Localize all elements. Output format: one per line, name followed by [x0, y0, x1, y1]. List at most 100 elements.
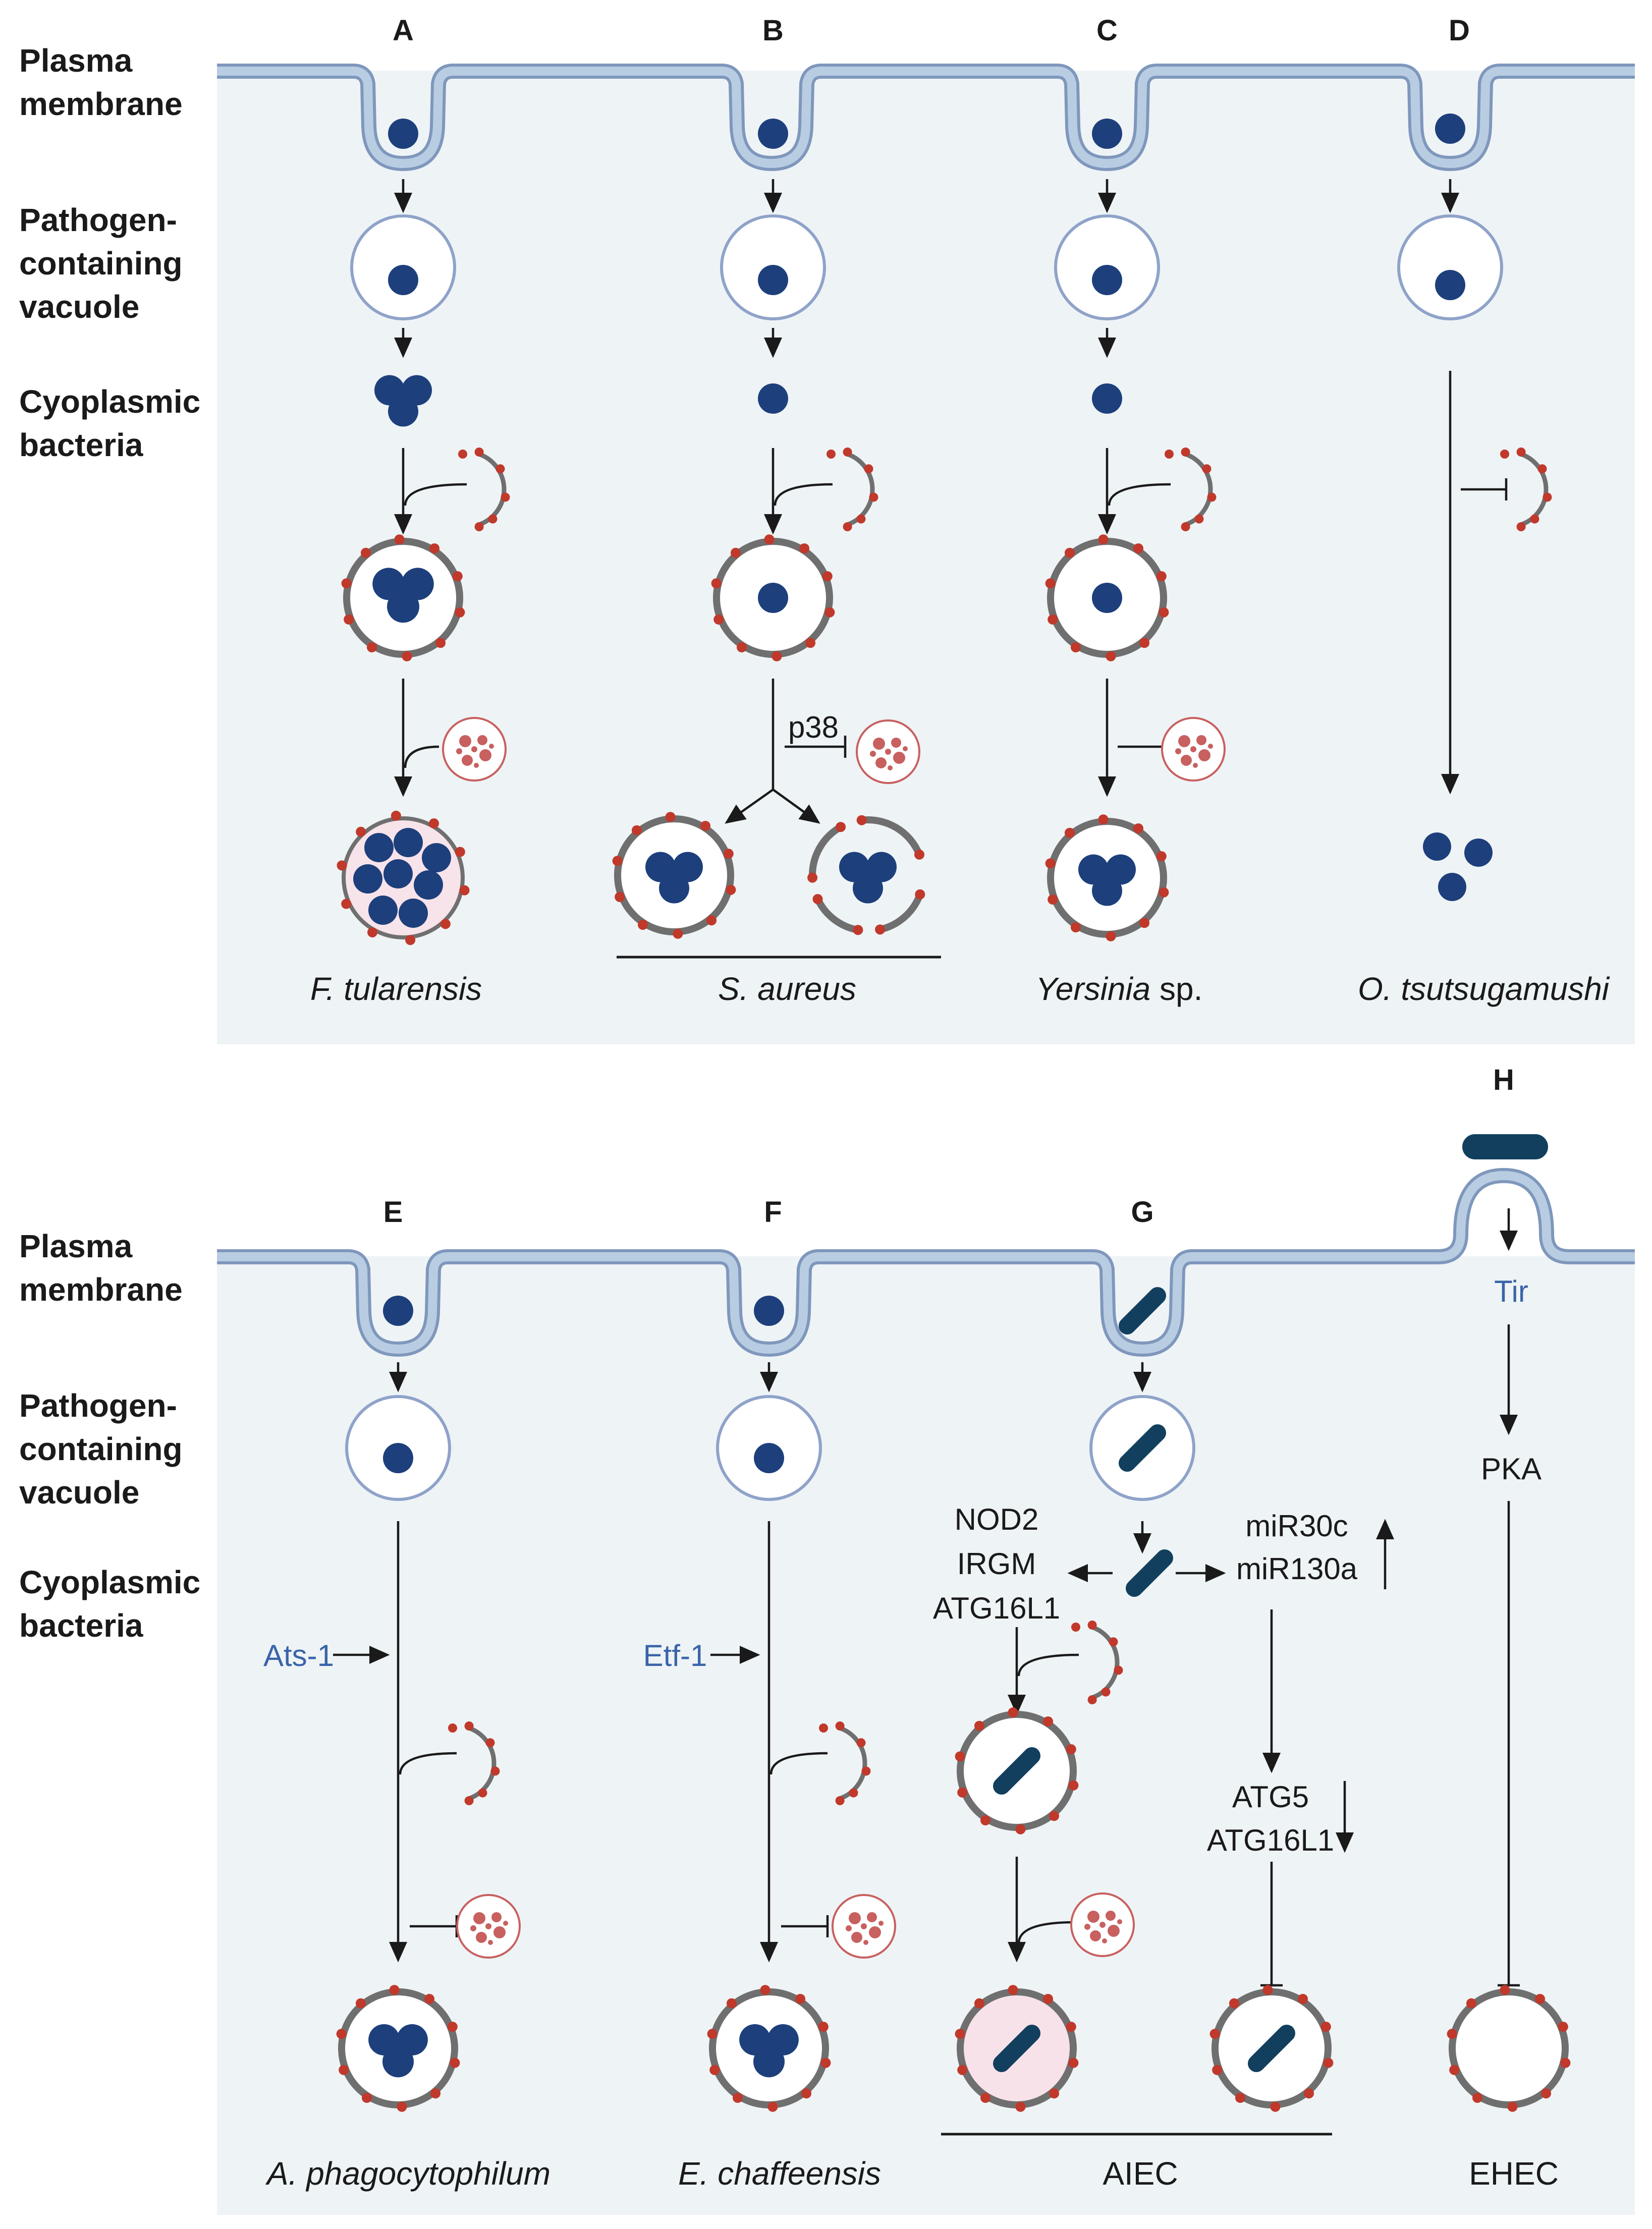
lc3-dot [1165, 450, 1174, 459]
lc3-dot [1043, 1993, 1054, 2004]
lc3-dot [1560, 2057, 1571, 2068]
lc3-dot [1068, 1780, 1079, 1791]
lc3-dot [1212, 2065, 1223, 2075]
lc3-dot [389, 1985, 400, 1995]
lc3-dot [490, 1766, 500, 1776]
lc3-dot [764, 534, 775, 545]
lc3-dot [1049, 2088, 1060, 2099]
lc3-dot [1087, 1620, 1097, 1630]
arrow [725, 789, 774, 824]
lysosome-granule [470, 1925, 476, 1931]
bacterium [383, 859, 413, 888]
bacterium [758, 583, 788, 613]
lc3-dot [1304, 2088, 1314, 2099]
lysosome-granule [903, 746, 908, 751]
panel-letter-h: H [1493, 1064, 1514, 1096]
lc3-dot [980, 1815, 990, 1826]
panel-letter-c: C [1096, 14, 1118, 47]
lc3-dot [707, 2029, 718, 2039]
species-label-h: EHEC [1469, 2155, 1559, 2192]
lysosome-granule [885, 749, 891, 755]
lysosome-granule [456, 748, 462, 754]
ehec-bacterium-pedestal [1462, 1134, 1548, 1159]
gene-mir30c: miR30c [1245, 1509, 1348, 1543]
lc3-dot [1008, 1707, 1018, 1718]
lc3-dot [1045, 858, 1056, 869]
mediator-p38: p38 [788, 710, 839, 744]
bacterium [1092, 583, 1122, 613]
lc3-dot [799, 543, 810, 553]
bacterium [758, 383, 788, 414]
lysosome-granule [893, 752, 905, 764]
lysosome-granule [875, 757, 887, 768]
lc3-dot [1500, 1985, 1510, 1995]
lc3-dot [835, 1796, 845, 1806]
panel-letter-e: E [383, 1196, 403, 1229]
lc3-dot [424, 1993, 435, 2004]
lc3-dot [1068, 2057, 1079, 2068]
pathogen-containing-vacuole [1397, 214, 1503, 320]
lc3-dot [1298, 1993, 1308, 2004]
lysosome-granule [479, 749, 491, 761]
join-curve [1017, 1653, 1079, 1677]
lc3-dot [1543, 492, 1552, 502]
lc3-dot [805, 638, 816, 648]
bacterium [1435, 270, 1465, 300]
lysosome-granule [1099, 1922, 1106, 1928]
lc3-dot [836, 822, 846, 832]
lysosome-granule [878, 1921, 884, 1926]
lc3-dot [1070, 642, 1081, 653]
diagram-marks [333, 114, 1571, 2112]
lysosome-granule [1190, 746, 1196, 752]
bacterium [394, 828, 423, 857]
lysosome-granule [1106, 1911, 1116, 1921]
lc3-dot [1106, 651, 1116, 661]
lc3-dot [1048, 614, 1058, 625]
lc3-dot [861, 1766, 871, 1776]
lc3-dot [1159, 607, 1169, 618]
lc3-dot [631, 825, 642, 835]
lc3-dot [711, 578, 722, 589]
lysosome-granule [1108, 1925, 1120, 1937]
lysosome-granule [870, 751, 876, 757]
lysosome-granule [851, 1932, 862, 1943]
lysosome-granule [1117, 1919, 1122, 1924]
join-curve [399, 1752, 457, 1775]
bottom-plasma-membrane [217, 1168, 1635, 1357]
lc3-dot [1048, 894, 1058, 905]
species-label-b: S. aureus [718, 971, 856, 1007]
bacterium [1464, 839, 1493, 867]
lc3-dot [1098, 814, 1109, 825]
lc3-dot [615, 891, 625, 902]
lc3-dot [824, 607, 835, 618]
lc3-dot [452, 571, 463, 582]
lc3-dot [1449, 2065, 1460, 2075]
lc3-dot [1323, 2057, 1334, 2068]
lysosome-granule [1090, 1930, 1101, 1941]
lc3-dot [914, 849, 925, 860]
lysosome-granule [1178, 735, 1190, 747]
lc3-dot [915, 889, 925, 900]
lc3-dot [1070, 922, 1081, 933]
lc3-dot [726, 884, 736, 895]
bacterium [387, 590, 419, 623]
lc3-dot [1049, 1811, 1060, 1821]
lc3-dot [612, 856, 623, 866]
lc3-dot [1139, 638, 1150, 648]
join-curve [404, 483, 467, 506]
lc3-dot [807, 872, 818, 883]
bacterium [1092, 265, 1122, 295]
panel-letter-a: A [393, 14, 414, 47]
rod-bacterium [1119, 1287, 1166, 1334]
lc3-dot [428, 818, 439, 829]
lc3-dot [1008, 1985, 1018, 1995]
effector-tir: Tir [1494, 1274, 1528, 1308]
lysosome-granule [503, 1921, 508, 1926]
lc3-dot [458, 450, 467, 459]
bacterium [368, 896, 398, 925]
lc3-dot [478, 1788, 487, 1798]
lysosome-granule [462, 755, 473, 766]
lc3-dot [980, 2093, 990, 2103]
